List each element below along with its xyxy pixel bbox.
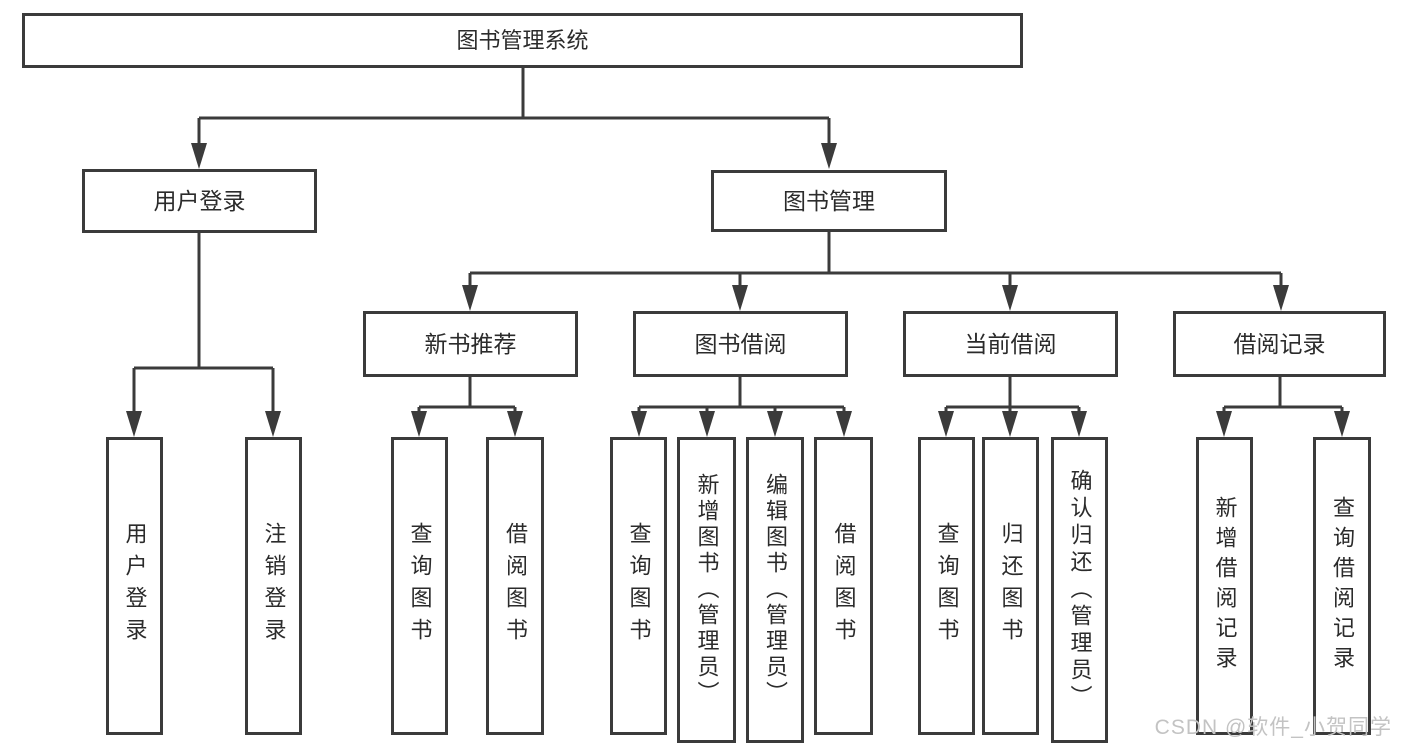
node-user-login-branch: 用户登录 (82, 169, 317, 233)
connector-newbookrec-to-leaves (417, 377, 517, 413)
node-root: 图书管理系统 (22, 13, 1023, 68)
node-current-borrowing: 当前借阅 (903, 311, 1118, 377)
node-leaf-logout: 注销登录 (245, 437, 302, 735)
node-borrowing-records: 借阅记录 (1173, 311, 1386, 377)
arrowhead (767, 411, 783, 437)
node-leaf-query-books-borrowing: 查询图书 (610, 437, 667, 735)
node-book-borrowing: 图书借阅 (633, 311, 848, 377)
arrowhead (938, 411, 954, 437)
node-leaf-add-borrow-record: 新增借阅记录 (1196, 437, 1253, 735)
node-leaf-edit-books-admin: 编辑图书（管理员） (746, 437, 804, 743)
connector-currentborrow-to-leaves (944, 377, 1081, 413)
arrowhead (699, 411, 715, 437)
node-leaf-borrow-books-recommendation: 借阅图书 (486, 437, 544, 735)
arrowhead (462, 285, 478, 311)
arrowhead (821, 143, 837, 169)
arrowhead (265, 411, 281, 437)
arrowhead (191, 143, 207, 169)
node-leaf-confirm-return-admin: 确认归还（管理员） (1051, 437, 1108, 743)
connector-userlogin-to-leaves (132, 233, 275, 413)
arrowhead (836, 411, 852, 437)
arrowhead (1002, 285, 1018, 311)
arrowhead (1334, 411, 1350, 437)
node-new-book-recommendation: 新书推荐 (363, 311, 578, 377)
connector-bookmgmt-to-level3 (468, 232, 1283, 287)
arrowhead (1273, 285, 1289, 311)
arrowhead (411, 411, 427, 437)
node-book-management-branch: 图书管理 (711, 170, 947, 232)
node-leaf-borrow-books: 借阅图书 (814, 437, 873, 735)
node-leaf-add-books-admin: 新增图书（管理员） (677, 437, 736, 743)
node-leaf-user-login: 用户登录 (106, 437, 163, 735)
node-leaf-return-books: 归还图书 (982, 437, 1039, 735)
arrowhead (1071, 411, 1087, 437)
arrowhead (631, 411, 647, 437)
arrowhead (1002, 411, 1018, 437)
arrowheads (126, 143, 1350, 437)
connector-borrowrecords-to-leaves (1222, 377, 1344, 413)
arrowhead (126, 411, 142, 437)
node-leaf-query-borrow-record: 查询借阅记录 (1313, 437, 1371, 735)
node-leaf-query-books-current: 查询图书 (918, 437, 975, 735)
arrowhead (507, 411, 523, 437)
connector-bookborrow-to-leaves (637, 377, 846, 413)
connector-root-to-level2 (197, 68, 831, 145)
arrowhead (732, 285, 748, 311)
csdn-watermark: CSDN @软件_小贺同学 (1154, 716, 1392, 739)
arrowhead (1216, 411, 1232, 437)
node-leaf-query-books-recommendation: 查询图书 (391, 437, 448, 735)
